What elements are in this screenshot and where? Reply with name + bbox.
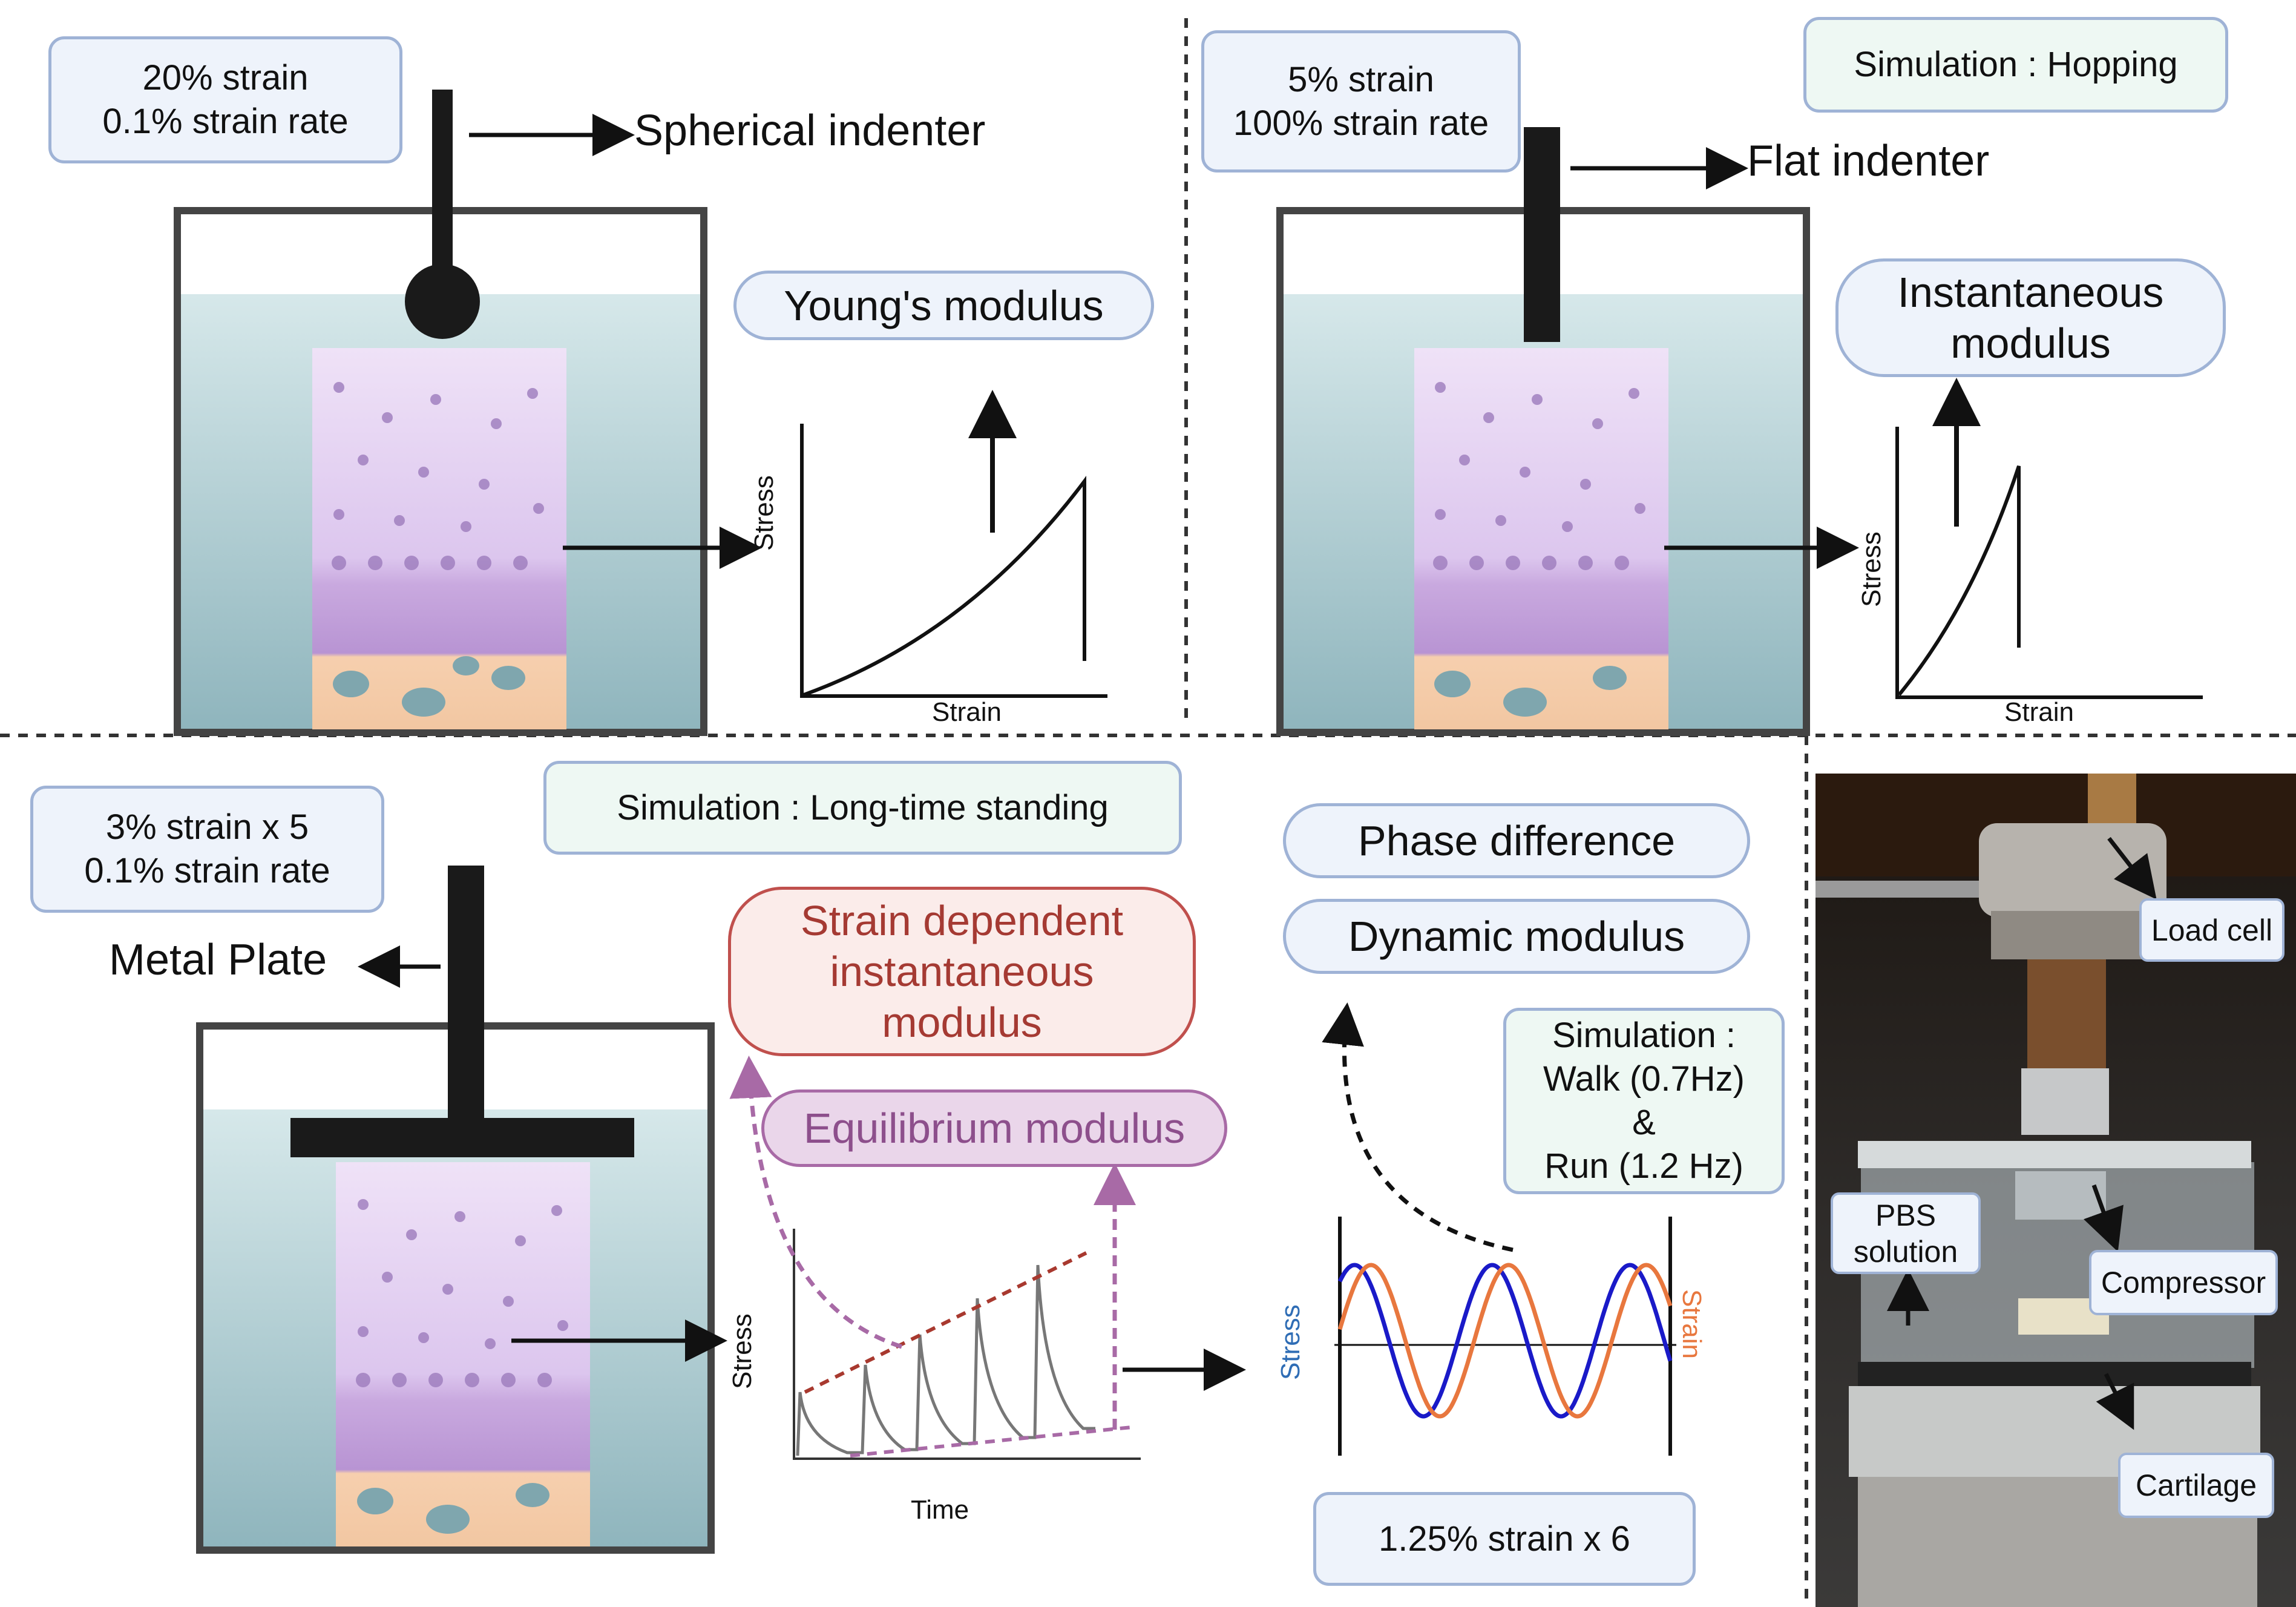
flat-indenter-label: Flat indenter: [1747, 137, 1990, 185]
instantaneous-modulus-box: Instantaneous modulus: [1835, 258, 2226, 377]
load-cell-label: Load cell: [2139, 898, 2285, 962]
walk-run-line3: &: [1632, 1103, 1656, 1142]
metal-plate-label: Metal Plate: [109, 936, 327, 984]
instantaneous-modulus-line1: Instantaneous: [1897, 269, 2164, 316]
cyclic-condition-box: 1.25% strain x 6: [1313, 1492, 1696, 1586]
panel-c-condition-line1: 3% strain x 5: [105, 807, 309, 847]
dynamic-modulus-box: Dynamic modulus: [1283, 899, 1750, 974]
hopping-simulation-label: Simulation : Hopping: [1854, 45, 2178, 84]
panel-b-condition-box: 5% strain 100% strain rate: [1201, 30, 1521, 173]
panel-c-container: [196, 866, 1246, 1554]
panel-a-container: [174, 90, 1107, 736]
strain-dependent-line1: Strain dependent: [800, 897, 1124, 944]
panel-c-ylabel: Stress: [727, 1313, 757, 1389]
stress-wave: [1337, 1263, 1673, 1419]
panel-a-ylabel: Stress: [749, 475, 779, 551]
long-time-standing-box: Simulation : Long-time standing: [543, 761, 1182, 855]
panel-c-xlabel: Time: [911, 1495, 969, 1525]
compressor-label: Compressor: [2089, 1250, 2278, 1315]
strain-dependent-line2: instantaneous: [830, 948, 1094, 995]
panel-b-container: [1276, 127, 2203, 736]
spherical-indenter-label: Spherical indenter: [634, 107, 986, 155]
panel-d-container: [1322, 1002, 1676, 1456]
hopping-simulation-box: Simulation : Hopping: [1803, 17, 2228, 113]
instantaneous-modulus-line2: modulus: [1950, 320, 2111, 367]
walk-run-line4: Run (1.2 Hz): [1544, 1146, 1743, 1186]
panel-b-condition-line2: 100% strain rate: [1233, 103, 1489, 143]
panel-a-condition-line2: 0.1% strain rate: [102, 102, 349, 141]
panel-a-condition-line1: 20% strain: [142, 58, 309, 97]
phase-difference-box: Phase difference: [1283, 803, 1750, 878]
pbs-line2: solution: [1853, 1234, 1958, 1269]
panel-b-condition-line1: 5% strain: [1288, 59, 1434, 99]
equilibrium-modulus-box: Equilibrium modulus: [761, 1089, 1227, 1167]
panel-a-condition-box: 20% strain 0.1% strain rate: [48, 36, 402, 163]
walk-run-simulation-box: Simulation : Walk (0.7Hz) & Run (1.2 Hz): [1503, 1008, 1785, 1194]
pbs-line1: PBS: [1875, 1198, 1937, 1232]
walk-run-line2: Walk (0.7Hz): [1543, 1059, 1745, 1099]
strain-dependent-line3: modulus: [882, 999, 1042, 1046]
strain-wave: [1337, 1263, 1673, 1419]
walk-run-line1: Simulation :: [1552, 1016, 1736, 1055]
panel-d-stress-label: Stress: [1276, 1304, 1305, 1380]
dynamic-modulus-label: Dynamic modulus: [1348, 913, 1685, 960]
phase-difference-label: Phase difference: [1357, 817, 1676, 864]
pbs-solution-label: PBS solution: [1831, 1192, 1981, 1274]
panel-b-xlabel: Strain: [2004, 697, 2074, 727]
panel-d-strain-label: Strain: [1677, 1289, 1707, 1359]
panel-c-condition-box: 3% strain x 5 0.1% strain rate: [30, 786, 384, 913]
panel-a-xlabel: Strain: [932, 697, 1002, 727]
equilibrium-modulus-label: Equilibrium modulus: [803, 1105, 1186, 1152]
panel-b-ylabel: Stress: [1857, 531, 1886, 607]
cartilage-label: Cartilage: [2118, 1453, 2274, 1518]
youngs-modulus-label: Young's modulus: [784, 281, 1104, 329]
youngs-modulus-box: Young's modulus: [733, 271, 1154, 340]
long-time-standing-label: Simulation : Long-time standing: [617, 787, 1109, 827]
strain-dependent-modulus-box: Strain dependent instantaneous modulus: [728, 887, 1196, 1056]
cyclic-condition-label: 1.25% strain x 6: [1379, 1519, 1630, 1559]
panel-c-condition-line2: 0.1% strain rate: [84, 851, 330, 890]
